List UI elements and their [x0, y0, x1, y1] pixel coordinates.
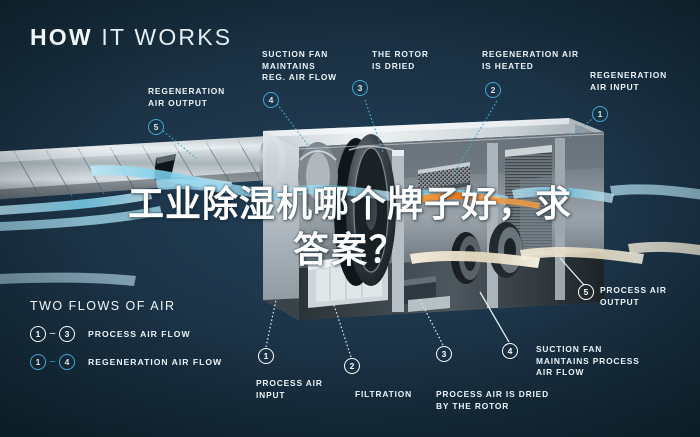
legend-dash: –	[49, 355, 56, 367]
callout-label-rotor-is-dried: THE ROTOR IS DRIED	[372, 49, 429, 71]
legend-title: TWO FLOWS OF AIR	[30, 299, 176, 313]
legend-marker-from: 1	[30, 325, 46, 342]
callout-marker-suction-fan-process[interactable]: 4	[502, 343, 518, 359]
process-fan-housing	[298, 142, 338, 210]
callout-label-regeneration-air-output: REGENERATION AIR OUTPUT	[148, 86, 226, 108]
callout-label-regeneration-air-input: REGENERATION AIR INPUT	[590, 70, 668, 92]
page-title-bold: HOW	[30, 24, 93, 50]
legend-row-regeneration-air-flow: 1 – 4 REGENERATION AIR FLOW	[30, 353, 222, 370]
legend-marker-to: 3	[59, 325, 75, 342]
callout-marker-suction-fan-reg[interactable]: 4	[263, 92, 279, 108]
callout-marker-filtration[interactable]: 2	[344, 358, 360, 374]
callout-marker-process-air-output[interactable]: 5	[578, 284, 594, 300]
callout-label-process-air-input: PROCESS AIR INPUT	[256, 378, 323, 400]
machine-cabinet	[263, 118, 605, 320]
page-title: HOW IT WORKS	[30, 24, 232, 51]
callout-label-process-air-output: PROCESS AIR OUTPUT	[600, 285, 667, 307]
page-title-light: IT WORKS	[101, 24, 233, 50]
legend-label: PROCESS AIR FLOW	[88, 328, 191, 339]
callout-label-suction-fan-reg: SUCTION FAN MAINTAINS REG. AIR FLOW	[262, 49, 337, 82]
legend-marker-from: 1	[30, 353, 46, 370]
callout-label-suction-fan-process: SUCTION FAN MAINTAINS PROCESS AIR FLOW	[536, 344, 640, 377]
callout-marker-regeneration-air-input[interactable]: 1	[592, 106, 608, 122]
desiccant-rotor	[334, 134, 396, 286]
callout-label-filtration: FILTRATION	[355, 389, 413, 399]
legend-row-process-air-flow: 1 – 3 PROCESS AIR FLOW	[30, 325, 191, 342]
callout-marker-regeneration-air-output[interactable]: 5	[148, 119, 164, 135]
legend-label: REGENERATION AIR FLOW	[88, 356, 223, 367]
legend-marker-to: 4	[59, 353, 75, 370]
callout-label-process-air-dried: PROCESS AIR IS DRIED BY THE ROTOR	[436, 389, 550, 411]
callout-marker-process-air-dried[interactable]: 3	[436, 346, 452, 362]
callout-marker-regeneration-air-heated[interactable]: 2	[485, 82, 501, 98]
callout-marker-rotor-is-dried[interactable]: 3	[352, 80, 368, 96]
callout-marker-process-air-input[interactable]: 1	[258, 348, 274, 364]
callout-label-regeneration-air-heated: REGENERATION AIR IS HEATED	[482, 49, 579, 71]
legend-dash: –	[49, 327, 56, 339]
